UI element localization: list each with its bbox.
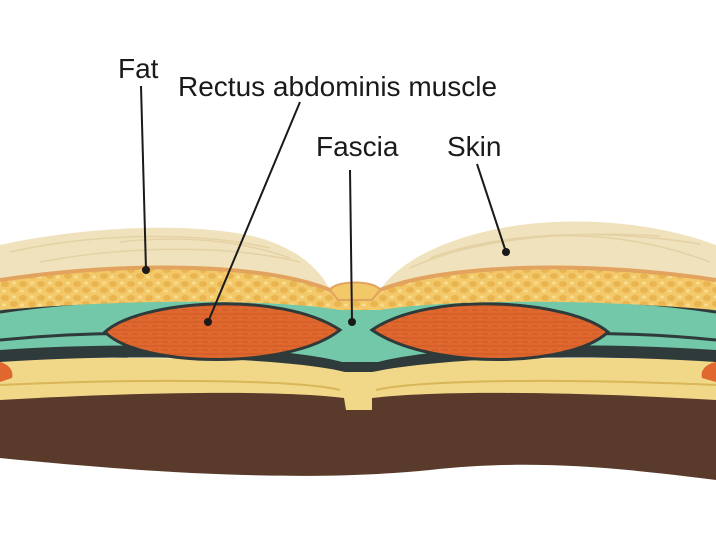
- skin-texture-right: [409, 233, 711, 269]
- skin-right: [380, 221, 716, 290]
- label-fascia: Fascia: [316, 131, 399, 162]
- oblique-left: [0, 362, 13, 382]
- rectus-muscle-left: [102, 302, 343, 361]
- label-rectus-abdominis-muscle: Rectus abdominis muscle: [178, 71, 497, 102]
- label-skin: Skin: [447, 131, 501, 162]
- oblique-right: [701, 362, 716, 382]
- deep-layer: [0, 384, 716, 480]
- label-leaders: [140, 85, 510, 326]
- lower-fat-layer: [0, 357, 716, 410]
- linea-alba: [328, 281, 382, 301]
- lower-fat-line: [0, 379, 716, 391]
- rectus-muscle-right: [369, 302, 611, 361]
- label-fat: Fat: [118, 53, 159, 84]
